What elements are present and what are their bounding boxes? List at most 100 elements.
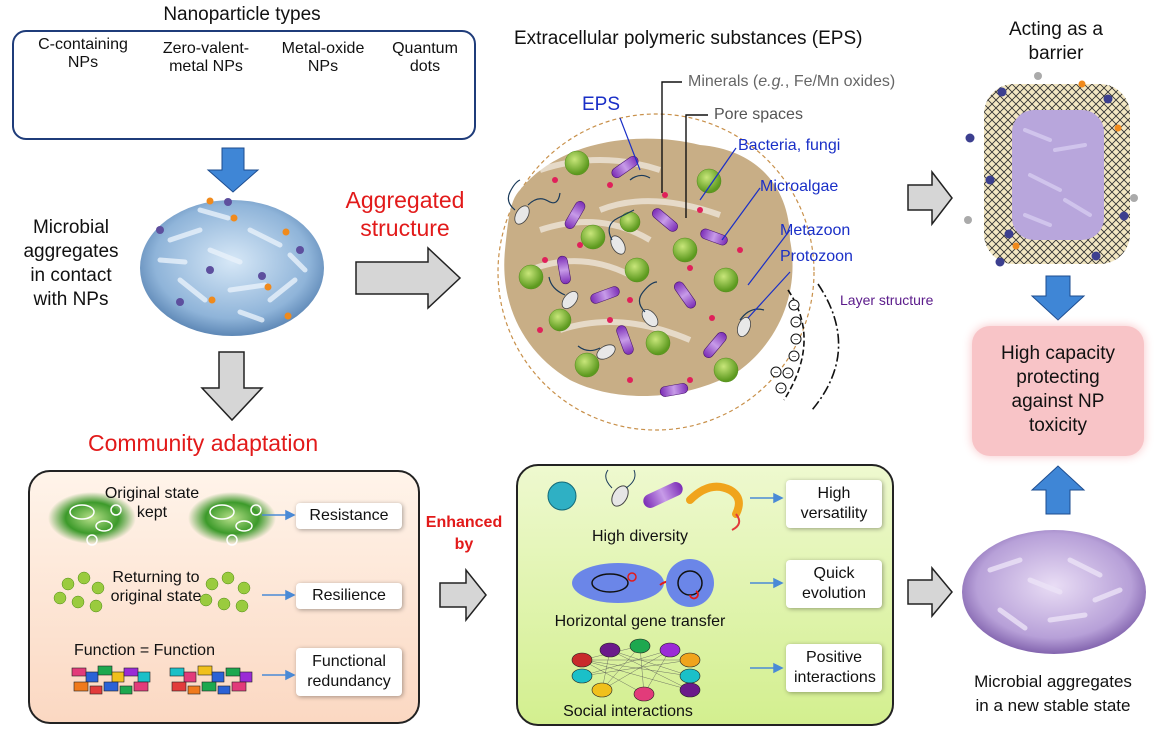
pore-spaces-label: Pore spaces <box>714 106 803 123</box>
label-line: aggregates <box>23 241 119 262</box>
np-type-label: Quantum dots <box>380 40 470 76</box>
aggregates-in-contact-label: Microbial aggregates in contact with NPs <box>6 216 136 312</box>
np-type-line: metal NPs <box>169 58 243 75</box>
label-line: in contact <box>30 265 112 286</box>
label-line: Quick <box>813 565 855 582</box>
arrow-down-blue-icon <box>1030 275 1086 321</box>
label-line: Returning to <box>112 569 200 586</box>
svg-text:−: − <box>794 335 799 344</box>
arrow-down-icon <box>206 147 260 193</box>
eps-label: EPS <box>582 94 621 115</box>
label-line: barrier <box>1028 43 1084 64</box>
function-equals-label: Function = Function <box>74 642 215 659</box>
np-type-line: Quantum <box>392 40 458 57</box>
high-versatility-box: High versatility <box>786 480 882 528</box>
arrow-right-barrier-icon <box>907 169 953 227</box>
arrow-right-icon <box>355 246 462 310</box>
label-line: Functional <box>312 653 386 670</box>
label-line: High capacity <box>1000 343 1116 364</box>
label-line: Aggregated <box>345 187 465 213</box>
label-line: evolution <box>801 585 867 602</box>
arrow-right-enhanced-icon <box>439 567 487 623</box>
nanoparticle-types-box <box>12 30 476 140</box>
gene-transfer-image <box>572 559 714 607</box>
np-type-line: Zero-valent- <box>162 40 250 57</box>
enhanced-by-label: Enhanced by <box>414 512 514 556</box>
high-diversity-label: High diversity <box>591 528 689 545</box>
np-type-label: C-containing NPs <box>18 36 148 72</box>
label-line: Microbial <box>32 217 110 238</box>
label-line: toxicity <box>1028 415 1088 436</box>
layer-structure-label: Layer structure <box>840 292 934 308</box>
label-line: original state <box>110 588 202 605</box>
eps-title: Extracellular polymeric substances (EPS) <box>514 28 863 49</box>
label-line: Enhanced <box>425 514 503 531</box>
community-adaptation-title: Community adaptation <box>88 430 319 456</box>
social-interactions-image <box>571 638 701 702</box>
label-part: e.g. <box>758 73 785 90</box>
label-line: in a new stable state <box>975 696 1131 715</box>
svg-text:−: − <box>774 368 779 377</box>
protozoon-label: Protozoon <box>780 248 853 265</box>
label-line: Microbial aggregates <box>974 672 1132 691</box>
social-interactions-label: Social interactions <box>563 703 693 720</box>
functional-redundancy-image <box>71 665 253 695</box>
label-line: with NPs <box>33 289 109 310</box>
np-type-line: NPs <box>67 54 99 71</box>
label-part: Minerals ( <box>688 73 759 90</box>
diversity-image <box>547 469 743 531</box>
aggregate-with-nps-image <box>140 197 324 336</box>
np-type-line: dots <box>409 58 441 75</box>
svg-text:−: − <box>779 384 784 393</box>
protecting-label: High capacity protecting against NP toxi… <box>972 342 1144 438</box>
np-type-line: NPs <box>307 58 339 75</box>
resilience-box: Resilience <box>296 583 402 609</box>
label-line: redundancy <box>307 673 391 690</box>
metazoon-label: Metazoon <box>780 222 851 239</box>
barrier-label: Acting as a barrier <box>976 18 1136 66</box>
original-state-label: Original state kept <box>92 484 212 522</box>
label-line: structure <box>360 215 450 241</box>
label-line: by <box>454 536 474 553</box>
svg-text:−: − <box>792 301 797 310</box>
small-arrows <box>262 492 784 681</box>
label-line: kept <box>136 504 168 521</box>
protecting-box <box>972 326 1144 456</box>
nanoparticle-types-title: Nanoparticle types <box>163 4 321 25</box>
original-state-image <box>48 492 276 546</box>
resistance-box: Resistance <box>296 503 402 529</box>
np-type-label: Metal-oxide NPs <box>270 40 376 76</box>
aggregated-structure-label: Aggregated structure <box>330 186 480 242</box>
positive-interactions-box: Positive interactions <box>786 644 882 692</box>
bacteria-fungi-label: Bacteria, fungi <box>738 137 841 154</box>
eps-structure-image: − − − − − − − <box>497 81 840 431</box>
label-line: Positive <box>805 649 863 666</box>
svg-text:−: − <box>792 352 797 361</box>
new-state-aggregate-image <box>962 530 1146 654</box>
label-line: versatility <box>800 505 868 522</box>
np-type-label: Zero-valent- metal NPs <box>146 40 266 76</box>
np-type-line: C-containing <box>38 36 128 53</box>
arrow-down-gray-icon <box>200 351 264 422</box>
label-line: interactions <box>794 669 876 686</box>
microalgae-label: Microalgae <box>760 178 839 195</box>
label-line: High <box>817 485 851 502</box>
arrow-up-blue-icon <box>1030 465 1086 515</box>
svg-text:−: − <box>794 318 799 327</box>
returning-label: Returning to original state <box>96 568 216 606</box>
label-line: Original state <box>104 485 200 502</box>
label-line: Acting as a <box>1009 19 1103 40</box>
arrow-right-new-state-icon <box>907 565 953 619</box>
functional-redundancy-box: Functional redundancy <box>296 648 402 696</box>
label-part: , Fe/Mn oxides) <box>784 73 896 90</box>
quick-evolution-box: Quick evolution <box>786 560 882 608</box>
returning-state-image <box>53 571 251 613</box>
label-line: protecting <box>1016 367 1100 388</box>
svg-text:−: − <box>786 369 791 378</box>
new-stable-state-label: Microbial aggregates in a new stable sta… <box>948 670 1158 718</box>
np-type-line: Metal-oxide <box>281 40 365 57</box>
hgt-label: Horizontal gene transfer <box>554 613 726 630</box>
label-line: against NP <box>1011 391 1105 412</box>
minerals-label: Minerals (e.g., Fe/Mn oxides) <box>688 73 895 91</box>
